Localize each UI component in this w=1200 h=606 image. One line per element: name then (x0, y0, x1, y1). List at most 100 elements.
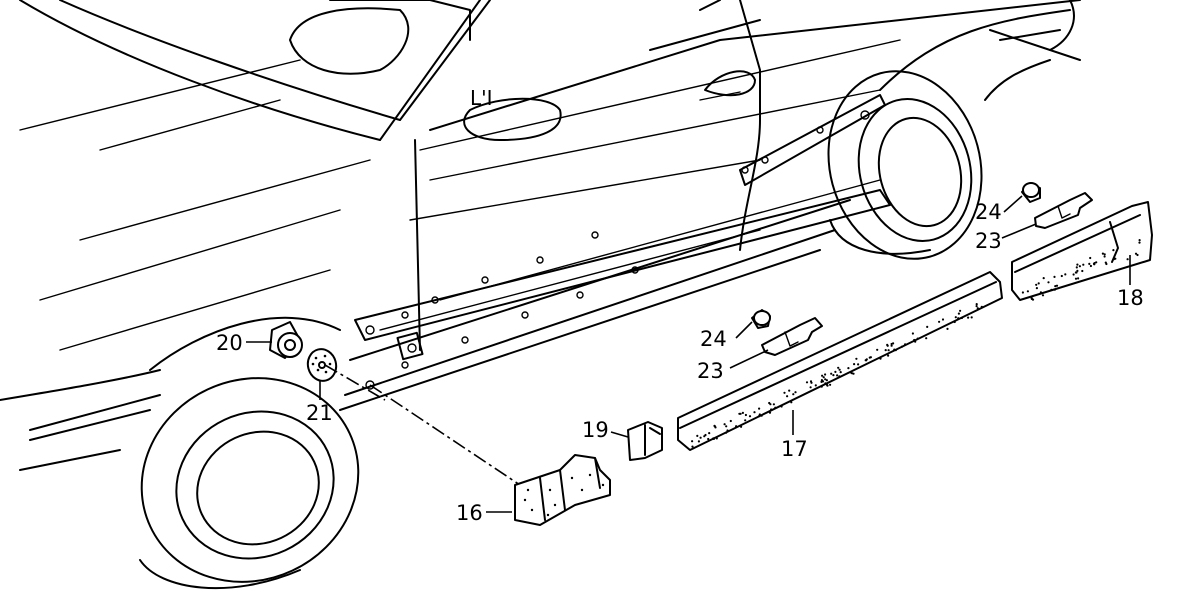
texture-dot (699, 436, 702, 439)
texture-dot (829, 383, 832, 386)
texture-dot (960, 316, 964, 320)
texture-dot (1039, 291, 1042, 294)
texture-dot (712, 437, 715, 440)
texture-dot (853, 363, 856, 366)
texture-dot (837, 366, 840, 369)
texture-dot (820, 379, 824, 382)
texture-dot (1054, 285, 1057, 288)
texture-dot (822, 376, 825, 379)
texture-dot (887, 354, 890, 357)
texture-dot (865, 359, 868, 362)
texture-dot (1041, 294, 1045, 297)
texture-dot (913, 338, 916, 342)
texture-dot (1021, 291, 1024, 294)
texture-dot (741, 411, 745, 414)
texture-dot (697, 440, 701, 443)
texture-dot (794, 391, 797, 394)
texture-dot (904, 343, 907, 346)
texture-dot (1076, 269, 1079, 272)
texture-dot (976, 307, 979, 310)
texture-dot (1078, 265, 1081, 268)
texture-dot (814, 384, 817, 387)
texture-dot (768, 411, 772, 414)
part-18-rear-trim (1011, 201, 1153, 301)
texture-dot (780, 405, 783, 408)
texture-dot (1055, 284, 1059, 287)
texture-dot (914, 340, 917, 343)
texture-dot (792, 393, 795, 396)
texture-dot (826, 384, 829, 387)
texture-dot (926, 325, 929, 328)
texture-dot (1047, 281, 1050, 284)
texture-dot (783, 391, 786, 394)
texture-dot (738, 412, 741, 415)
texture-dot (810, 381, 813, 384)
texture-dot (758, 413, 761, 416)
part-labels: 20 21 16 19 17 18 24 23 24 23 (216, 200, 1144, 525)
texture-dot (691, 440, 694, 443)
texture-dot (707, 437, 710, 441)
texture-dot (967, 316, 970, 319)
texture-dot (1101, 252, 1104, 255)
part-23-holder-upper (1034, 192, 1093, 229)
texture-dot (830, 372, 833, 375)
texture-dot (876, 348, 879, 351)
texture-dot (1138, 241, 1141, 244)
texture-dot (715, 437, 718, 440)
texture-dot (714, 426, 717, 429)
texture-dot (894, 349, 897, 352)
texture-dot (879, 357, 882, 360)
texture-dot (957, 317, 960, 320)
texture-dot (790, 401, 793, 404)
texture-dot (772, 403, 776, 406)
texture-dot (938, 320, 941, 323)
texture-dot (916, 337, 919, 340)
texture-dot (757, 415, 761, 418)
texture-dot (770, 408, 773, 411)
texture-dot (696, 434, 699, 437)
texture-dot (975, 305, 978, 308)
texture-dot (1026, 290, 1029, 293)
texture-dot (847, 367, 850, 370)
texture-dot (1072, 273, 1075, 276)
texture-dot (725, 431, 728, 434)
label-18: 18 (1117, 286, 1144, 310)
label-19: 19 (582, 418, 609, 442)
texture-dot (954, 316, 957, 319)
texture-dot (744, 413, 748, 417)
part-23-holder-lower (761, 317, 823, 356)
texture-dot (855, 357, 858, 360)
texture-dot (824, 378, 827, 381)
texture-dot (887, 349, 890, 352)
texture-dot (723, 423, 726, 426)
texture-dot (805, 381, 809, 384)
texture-dot (786, 395, 789, 398)
texture-dot (820, 385, 823, 388)
texture-dot (725, 425, 728, 428)
texture-dot (1081, 269, 1084, 273)
texture-dot (911, 332, 915, 335)
texture-dot (925, 337, 928, 340)
part-17-sill-trim (677, 271, 1003, 451)
texture-dot (1053, 275, 1056, 278)
label-24-lower: 24 (700, 327, 727, 351)
texture-dot (825, 379, 829, 382)
texture-dot (821, 374, 824, 377)
texture-dot (1050, 288, 1053, 291)
texture-dot (1075, 266, 1078, 269)
texture-dot (884, 349, 887, 352)
texture-dot (957, 312, 961, 315)
texture-dot (744, 419, 747, 422)
texture-dot (726, 429, 729, 432)
texture-dot (892, 342, 895, 345)
texture-dot (820, 380, 823, 383)
texture-dot (1064, 273, 1067, 276)
texture-dot (1088, 262, 1091, 265)
texture-dot (1060, 274, 1063, 278)
texture-dot (1035, 283, 1038, 286)
texture-dot (691, 445, 694, 448)
texture-dot (890, 344, 893, 347)
leader-lines (246, 195, 1131, 513)
texture-dot (748, 415, 752, 418)
texture-dot (1037, 282, 1040, 285)
